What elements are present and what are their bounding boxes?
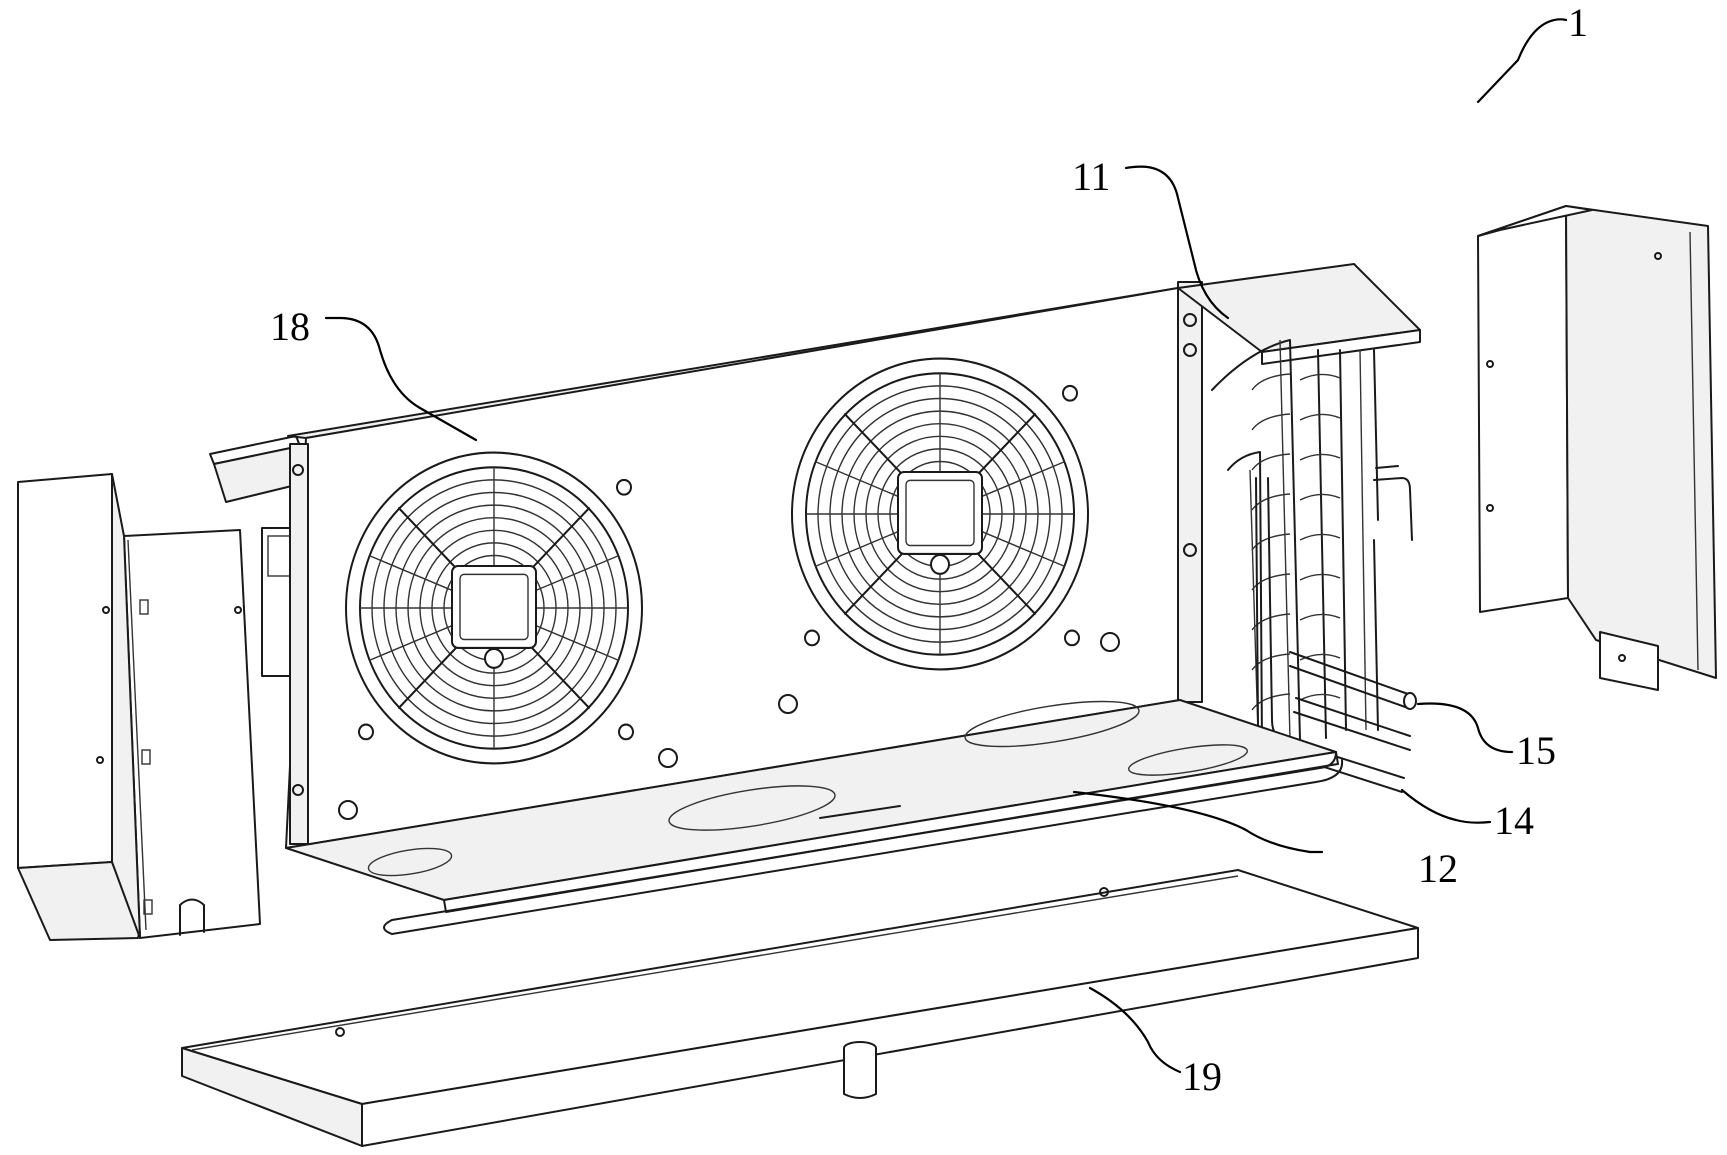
leader-1 bbox=[1476, 18, 1568, 104]
leader-15 bbox=[1416, 702, 1514, 754]
drain-outlet bbox=[843, 1041, 877, 1099]
reference-labels: 1 11 12 14 15 18 19 bbox=[270, 0, 1588, 1099]
main-fan-panel bbox=[285, 281, 1203, 849]
label-19: 19 bbox=[1182, 1054, 1222, 1099]
leader-18 bbox=[324, 316, 478, 442]
pipe-15 bbox=[1289, 651, 1417, 710]
label-11: 11 bbox=[1072, 154, 1111, 199]
leader-lines bbox=[324, 18, 1568, 1074]
label-1: 1 bbox=[1568, 0, 1588, 45]
label-18: 18 bbox=[270, 304, 310, 349]
label-15: 15 bbox=[1516, 728, 1556, 773]
bottom-cover bbox=[181, 869, 1419, 1147]
coil-tube-bundle bbox=[1211, 339, 1413, 745]
leader-14 bbox=[1400, 788, 1492, 824]
right-side-panel bbox=[1477, 205, 1717, 691]
label-12: 12 bbox=[1418, 846, 1458, 891]
left-side-panel bbox=[17, 473, 261, 941]
fan-left bbox=[344, 451, 644, 765]
label-14: 14 bbox=[1494, 798, 1534, 843]
leader-12 bbox=[1072, 790, 1324, 854]
leader-19 bbox=[1088, 986, 1182, 1074]
fan-right bbox=[790, 357, 1090, 671]
leader-11 bbox=[1124, 165, 1230, 320]
top-plate bbox=[1177, 263, 1421, 365]
bottom-drain-plate bbox=[285, 699, 1344, 935]
